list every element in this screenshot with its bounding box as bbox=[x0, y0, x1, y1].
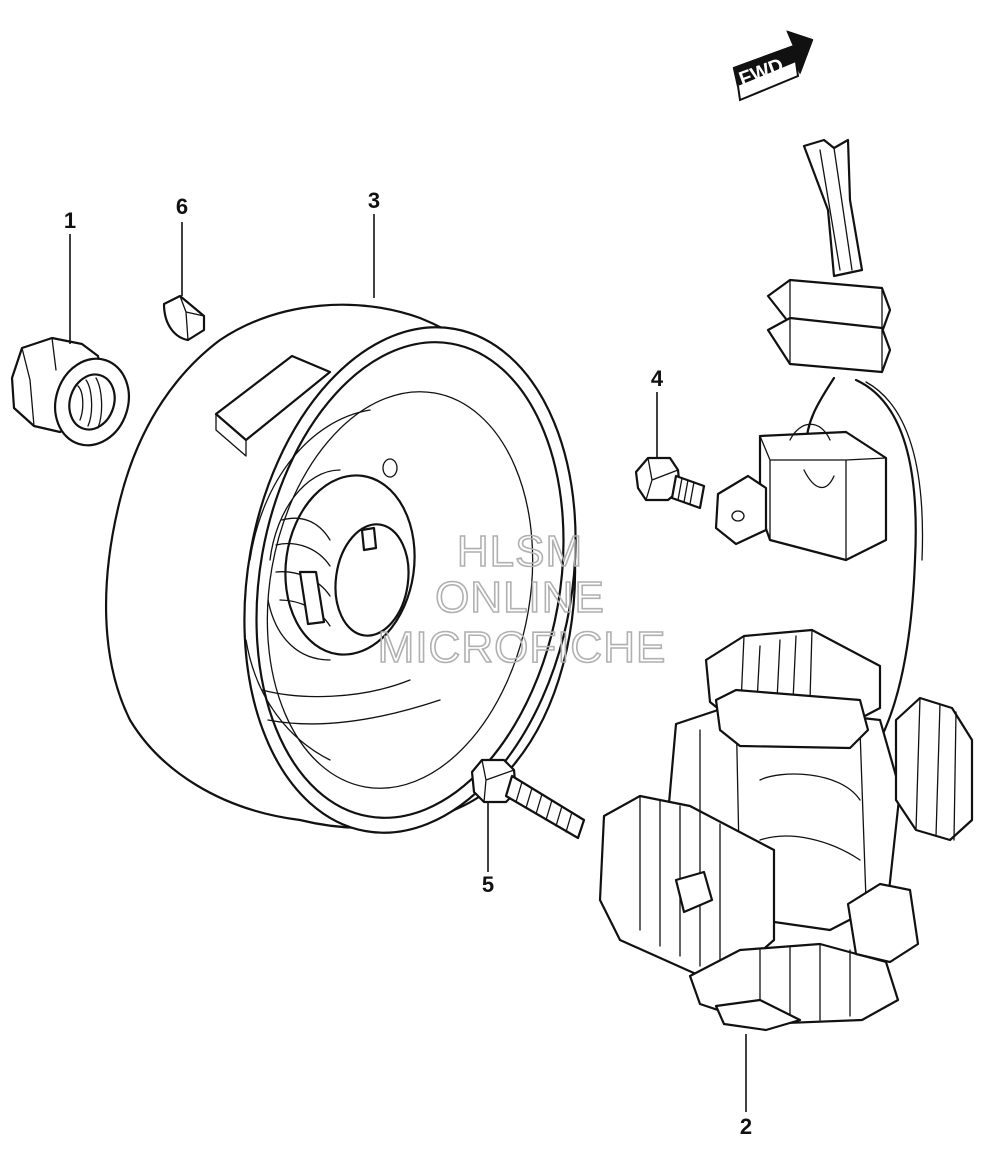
watermark: HLSM ONLINE MICROFICHE bbox=[377, 526, 667, 673]
watermark-line-3: MICROFICHE bbox=[378, 623, 667, 672]
watermark-line-1: HLSM bbox=[457, 527, 583, 576]
callout-6: 6 bbox=[176, 194, 188, 219]
callout-3: 3 bbox=[368, 188, 380, 213]
nut-icon bbox=[10, 336, 130, 447]
watermark-line-2: ONLINE bbox=[435, 573, 605, 622]
callout-leaders bbox=[69, 214, 747, 1112]
callout-4: 4 bbox=[651, 366, 664, 391]
woodruff-key-icon bbox=[162, 294, 206, 342]
stator-coil-icon bbox=[598, 138, 974, 1032]
callout-1: 1 bbox=[64, 208, 76, 233]
flywheel-rotor-icon bbox=[104, 303, 577, 834]
callout-5: 5 bbox=[482, 872, 494, 897]
callout-labels: 1 2 3 4 5 6 bbox=[64, 188, 752, 1139]
fwd-arrow-icon: FWD bbox=[732, 30, 814, 102]
callout-2: 2 bbox=[740, 1114, 752, 1139]
small-bolt-icon bbox=[634, 456, 706, 510]
long-bolt-icon bbox=[470, 758, 586, 840]
